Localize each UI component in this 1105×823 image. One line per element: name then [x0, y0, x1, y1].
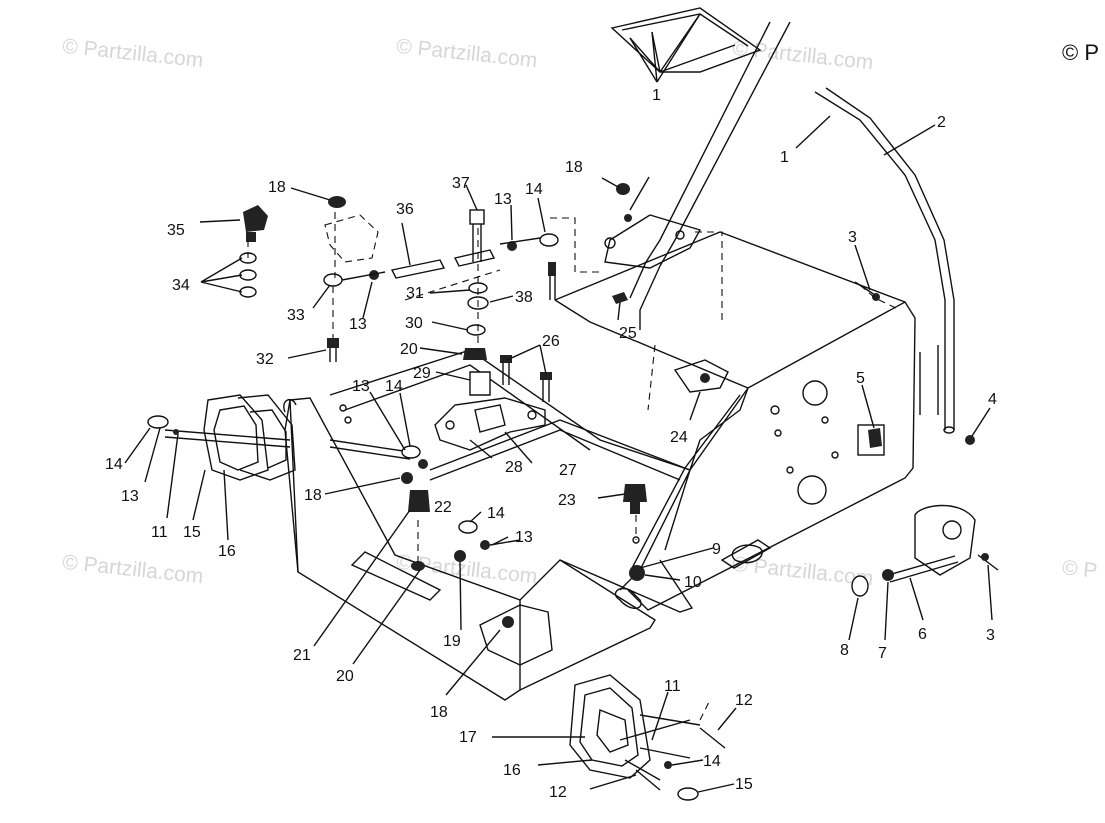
callout-14: 14 [525, 181, 543, 198]
callout-20: 21 [293, 647, 311, 664]
callout-24: 25 [619, 325, 637, 342]
callout-13: 13 [494, 191, 512, 208]
callout-20: 20 [400, 341, 418, 358]
callout-17: 18 [430, 704, 448, 721]
callout-11: 11 [151, 524, 168, 541]
callout-6: 6 [918, 626, 927, 643]
handle-bar-2 [814, 87, 955, 434]
copyright-label: © P [1062, 40, 1099, 65]
linkage-parts [239, 183, 999, 791]
callout-21: 22 [434, 499, 452, 516]
callout-16: 17 [459, 729, 477, 746]
callout-13: 14 [703, 753, 721, 770]
left-hinge-assembly [147, 394, 296, 481]
callout-27: 28 [505, 459, 523, 476]
callout-9: 9 [712, 541, 721, 558]
callout-18: 18 [268, 179, 286, 196]
callout-1: 1 [780, 149, 789, 166]
callout-7: 7 [878, 645, 887, 662]
callout-13: 13 [121, 488, 139, 505]
callout-11: 11 [664, 678, 681, 695]
callout-19: 20 [336, 668, 354, 685]
callout-25: 26 [542, 333, 560, 350]
callout-16: 16 [218, 543, 236, 560]
callout-37: 38 [515, 289, 533, 306]
callout-4: 4 [988, 391, 997, 408]
callout-23: 24 [670, 429, 688, 446]
steering-tube [604, 21, 791, 591]
callout-33: 34 [172, 277, 190, 294]
callout-1: 1 [652, 87, 661, 104]
callout-3: 3 [848, 229, 857, 246]
callout-14: 14 [487, 505, 505, 522]
callout-14: 14 [385, 378, 403, 395]
callout-31: 32 [256, 351, 274, 368]
decal-part-1 [610, 7, 762, 73]
callout-10: 10 [684, 574, 702, 591]
callout-13: 13 [515, 529, 533, 546]
hidden-lines [247, 212, 901, 721]
callout-22: 23 [558, 492, 576, 509]
frame-outline [283, 231, 916, 701]
callout-5: 5 [856, 370, 865, 387]
callout-15: 16 [503, 762, 521, 779]
callout-14: 15 [735, 776, 753, 793]
callout-18: 18 [565, 159, 583, 176]
callout-13: 13 [352, 378, 370, 395]
callout-29: 30 [405, 315, 423, 332]
callout-28: 29 [413, 365, 431, 382]
callout-2: 2 [937, 114, 946, 131]
callout-15: 15 [183, 524, 201, 541]
callout-labels: 1 1 2 3 3 4 5 6 7 8 9 10 11 11 12 12 13 … [105, 87, 997, 801]
callout-12: 12 [735, 692, 753, 709]
callout-35: 36 [396, 201, 414, 218]
callout-32: 33 [287, 307, 305, 324]
callout-3: 3 [986, 627, 995, 644]
callout-36: 37 [452, 175, 470, 192]
callout-30: 31 [406, 285, 424, 302]
callout-18: 18 [304, 487, 322, 504]
leader-lines [124, 13, 993, 793]
callout-26: 27 [559, 462, 577, 479]
callout-8: 8 [840, 642, 849, 659]
callout-13: 13 [349, 316, 367, 333]
callout-12: 12 [549, 784, 567, 801]
callout-34: 35 [167, 222, 185, 239]
callout-14: 14 [105, 456, 123, 473]
callout-18: 19 [443, 633, 461, 650]
